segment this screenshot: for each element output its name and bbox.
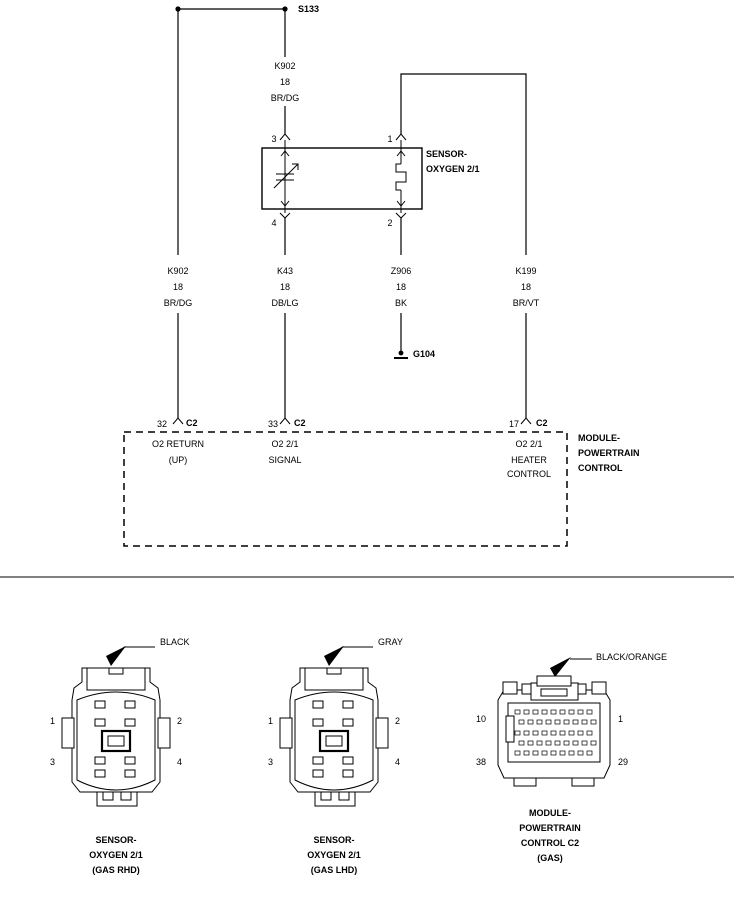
svg-text:BR/VT: BR/VT	[513, 298, 540, 308]
svg-text:2: 2	[395, 716, 400, 726]
svg-text:SIGNAL: SIGNAL	[268, 455, 301, 465]
svg-text:(GAS LHD): (GAS LHD)	[311, 865, 358, 875]
pin-cavities	[514, 709, 597, 756]
module-pin-33: 33 C2 O2 2/1 SIGNAL	[268, 417, 306, 465]
connector-color: GRAY	[378, 637, 403, 647]
svg-text:Z906: Z906	[391, 266, 412, 276]
svg-text:K902: K902	[274, 61, 295, 71]
module-name-line2: POWERTRAIN	[578, 448, 640, 458]
sensor-pin-4: 4	[271, 218, 276, 228]
svg-text:1: 1	[618, 714, 623, 724]
svg-text:OXYGEN 2/1: OXYGEN 2/1	[89, 850, 143, 860]
svg-text:1: 1	[50, 716, 55, 726]
svg-text:BK: BK	[395, 298, 407, 308]
svg-text:(UP): (UP)	[169, 455, 188, 465]
svg-text:18: 18	[173, 282, 183, 292]
wire-k43-label: K43 18 DB/LG	[271, 266, 298, 308]
svg-text:33: 33	[268, 419, 278, 429]
svg-text:C2: C2	[294, 418, 306, 428]
svg-text:3: 3	[268, 757, 273, 767]
powertrain-control-module: MODULE- POWERTRAIN CONTROL 32 C2 O2 RETU…	[123, 417, 640, 547]
module-pin-32: 32 C2 O2 RETURN (UP)	[152, 417, 204, 465]
ground-g104: G104	[394, 349, 435, 359]
svg-text:BR/DG: BR/DG	[164, 298, 193, 308]
svg-text:(GAS RHD): (GAS RHD)	[92, 865, 140, 875]
svg-text:K43: K43	[277, 266, 293, 276]
splice-label: S133	[298, 4, 319, 14]
svg-text:OXYGEN 2/1: OXYGEN 2/1	[307, 850, 361, 860]
splice-s133: S133	[175, 4, 319, 14]
connector-view-pcm-c2: BLACK/ORANGE 10 1 38 29 MODULE- POWERTRA…	[476, 652, 667, 863]
svg-text:2: 2	[177, 716, 182, 726]
svg-text:32: 32	[157, 419, 167, 429]
svg-text:4: 4	[395, 757, 400, 767]
svg-text:MODULE-: MODULE-	[529, 808, 571, 818]
module-pin-17: 17 C2 O2 2/1 HEATER CONTROL	[507, 417, 551, 479]
wire-k902-label: K902 18 BR/DG	[164, 266, 193, 308]
svg-text:17: 17	[509, 419, 519, 429]
sensor-name-line2: OXYGEN 2/1	[426, 164, 480, 174]
oxygen-sensor: 3 1 4 2 SENSOR- OXYGEN 2/1	[261, 133, 480, 228]
connector-color: BLACK	[160, 637, 190, 647]
ground-label: G104	[413, 349, 435, 359]
svg-text:38: 38	[476, 757, 486, 767]
wire-z906-label: Z906 18 BK	[391, 266, 412, 308]
svg-text:K902: K902	[167, 266, 188, 276]
svg-text:DB/LG: DB/LG	[271, 298, 298, 308]
connector-view-sensor-rhd: BLACK 1 2 3 4 SENSOR- OXYGEN 2/1 (GAS RH…	[50, 637, 190, 875]
wire-k902-top-label: K902 18 BR/DG	[271, 61, 300, 103]
svg-text:O2 2/1: O2 2/1	[271, 439, 298, 449]
svg-text:4: 4	[177, 757, 182, 767]
svg-text:18: 18	[521, 282, 531, 292]
svg-text:O2 RETURN: O2 RETURN	[152, 439, 204, 449]
svg-text:POWERTRAIN: POWERTRAIN	[519, 823, 581, 833]
svg-text:29: 29	[618, 757, 628, 767]
svg-text:SENSOR-: SENSOR-	[313, 835, 354, 845]
wire-k199-label: K199 18 BR/VT	[513, 266, 540, 308]
connector-color: BLACK/ORANGE	[596, 652, 667, 662]
svg-text:3: 3	[50, 757, 55, 767]
module-name-line3: CONTROL	[578, 463, 623, 473]
svg-text:C2: C2	[186, 418, 198, 428]
svg-text:HEATER: HEATER	[511, 455, 547, 465]
svg-text:BR/DG: BR/DG	[271, 93, 300, 103]
svg-text:K199: K199	[515, 266, 536, 276]
connector-view-sensor-lhd: GRAY 1 2 3 4 SENSOR- OXYGEN 2/1 (GAS LHD…	[268, 637, 403, 875]
svg-text:18: 18	[280, 77, 290, 87]
svg-text:O2 2/1: O2 2/1	[515, 439, 542, 449]
sensor-name-line1: SENSOR-	[426, 149, 467, 159]
svg-text:C2: C2	[536, 418, 548, 428]
wire-k199	[400, 73, 527, 255]
svg-text:CONTROL: CONTROL	[507, 469, 551, 479]
svg-text:(GAS): (GAS)	[537, 853, 563, 863]
svg-text:18: 18	[280, 282, 290, 292]
svg-text:1: 1	[268, 716, 273, 726]
sensor-pin-2: 2	[387, 218, 392, 228]
sensor-pin-1: 1	[387, 134, 392, 144]
sensor-pin-3: 3	[271, 134, 276, 144]
svg-text:10: 10	[476, 714, 486, 724]
svg-text:18: 18	[396, 282, 406, 292]
svg-text:SENSOR-: SENSOR-	[95, 835, 136, 845]
module-name-line1: MODULE-	[578, 433, 620, 443]
svg-text:CONTROL C2: CONTROL C2	[521, 838, 579, 848]
